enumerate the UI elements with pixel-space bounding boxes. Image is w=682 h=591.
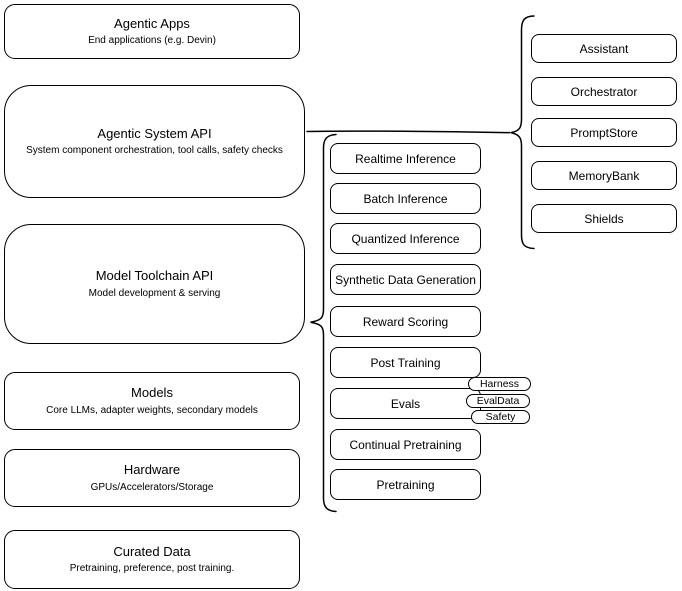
box-title: Agentic System API: [97, 125, 212, 141]
connector-system-api-line: [306, 130, 511, 134]
box-subtitle: System component orchestration, tool cal…: [26, 145, 283, 157]
toolchain-item-pretraining: Pretraining: [330, 469, 481, 500]
box-title: Hardware: [123, 462, 181, 478]
box-model-toolchain-api: Model Toolchain API Model development & …: [4, 224, 305, 344]
toolchain-item-batch-inference: Batch Inference: [330, 183, 481, 214]
box-subtitle: Pretraining, preference, post training.: [69, 563, 235, 575]
box-models: Models Core LLMs, adapter weights, secon…: [4, 372, 300, 430]
toolchain-item-evals: Evals: [330, 388, 481, 419]
toolchain-item-quantized-inference: Quantized Inference: [330, 223, 481, 254]
box-subtitle: GPUs/Accelerators/Storage: [90, 481, 214, 493]
box-title: Agentic Apps: [114, 15, 190, 31]
box-title: Curated Data: [113, 543, 191, 559]
component-orchestrator: Orchestrator: [531, 77, 677, 106]
box-subtitle: End applications (e.g. Devin): [88, 35, 216, 47]
component-promptstore: PromptStore: [531, 118, 677, 147]
box-subtitle: Model development & serving: [88, 287, 221, 299]
component-assistant: Assistant: [531, 34, 677, 63]
toolchain-item-reward-scoring: Reward Scoring: [330, 306, 481, 337]
eval-pill-evaldata: EvalData: [466, 394, 530, 408]
toolchain-item-realtime-inference: Realtime Inference: [330, 143, 481, 174]
toolchain-item-synthetic-data-generation: Synthetic Data Generation: [330, 264, 481, 295]
box-hardware: Hardware GPUs/Accelerators/Storage: [4, 449, 300, 507]
toolchain-item-continual-pretraining: Continual Pretraining: [330, 429, 481, 460]
box-title: Models: [131, 385, 173, 401]
box-curated-data: Curated Data Pretraining, preference, po…: [4, 530, 300, 589]
box-agentic-apps: Agentic Apps End applications (e.g. Devi…: [4, 4, 300, 59]
box-title: Model Toolchain API: [95, 268, 214, 284]
box-subtitle: Core LLMs, adapter weights, secondary mo…: [46, 404, 258, 416]
box-agentic-system-api: Agentic System API System component orch…: [4, 85, 305, 198]
toolchain-item-post-training: Post Training: [330, 347, 481, 378]
eval-pill-harness: Harness: [468, 377, 531, 391]
component-shields: Shields: [531, 204, 677, 233]
component-memorybank: MemoryBank: [531, 161, 677, 190]
eval-pill-safety: Safety: [471, 410, 530, 424]
